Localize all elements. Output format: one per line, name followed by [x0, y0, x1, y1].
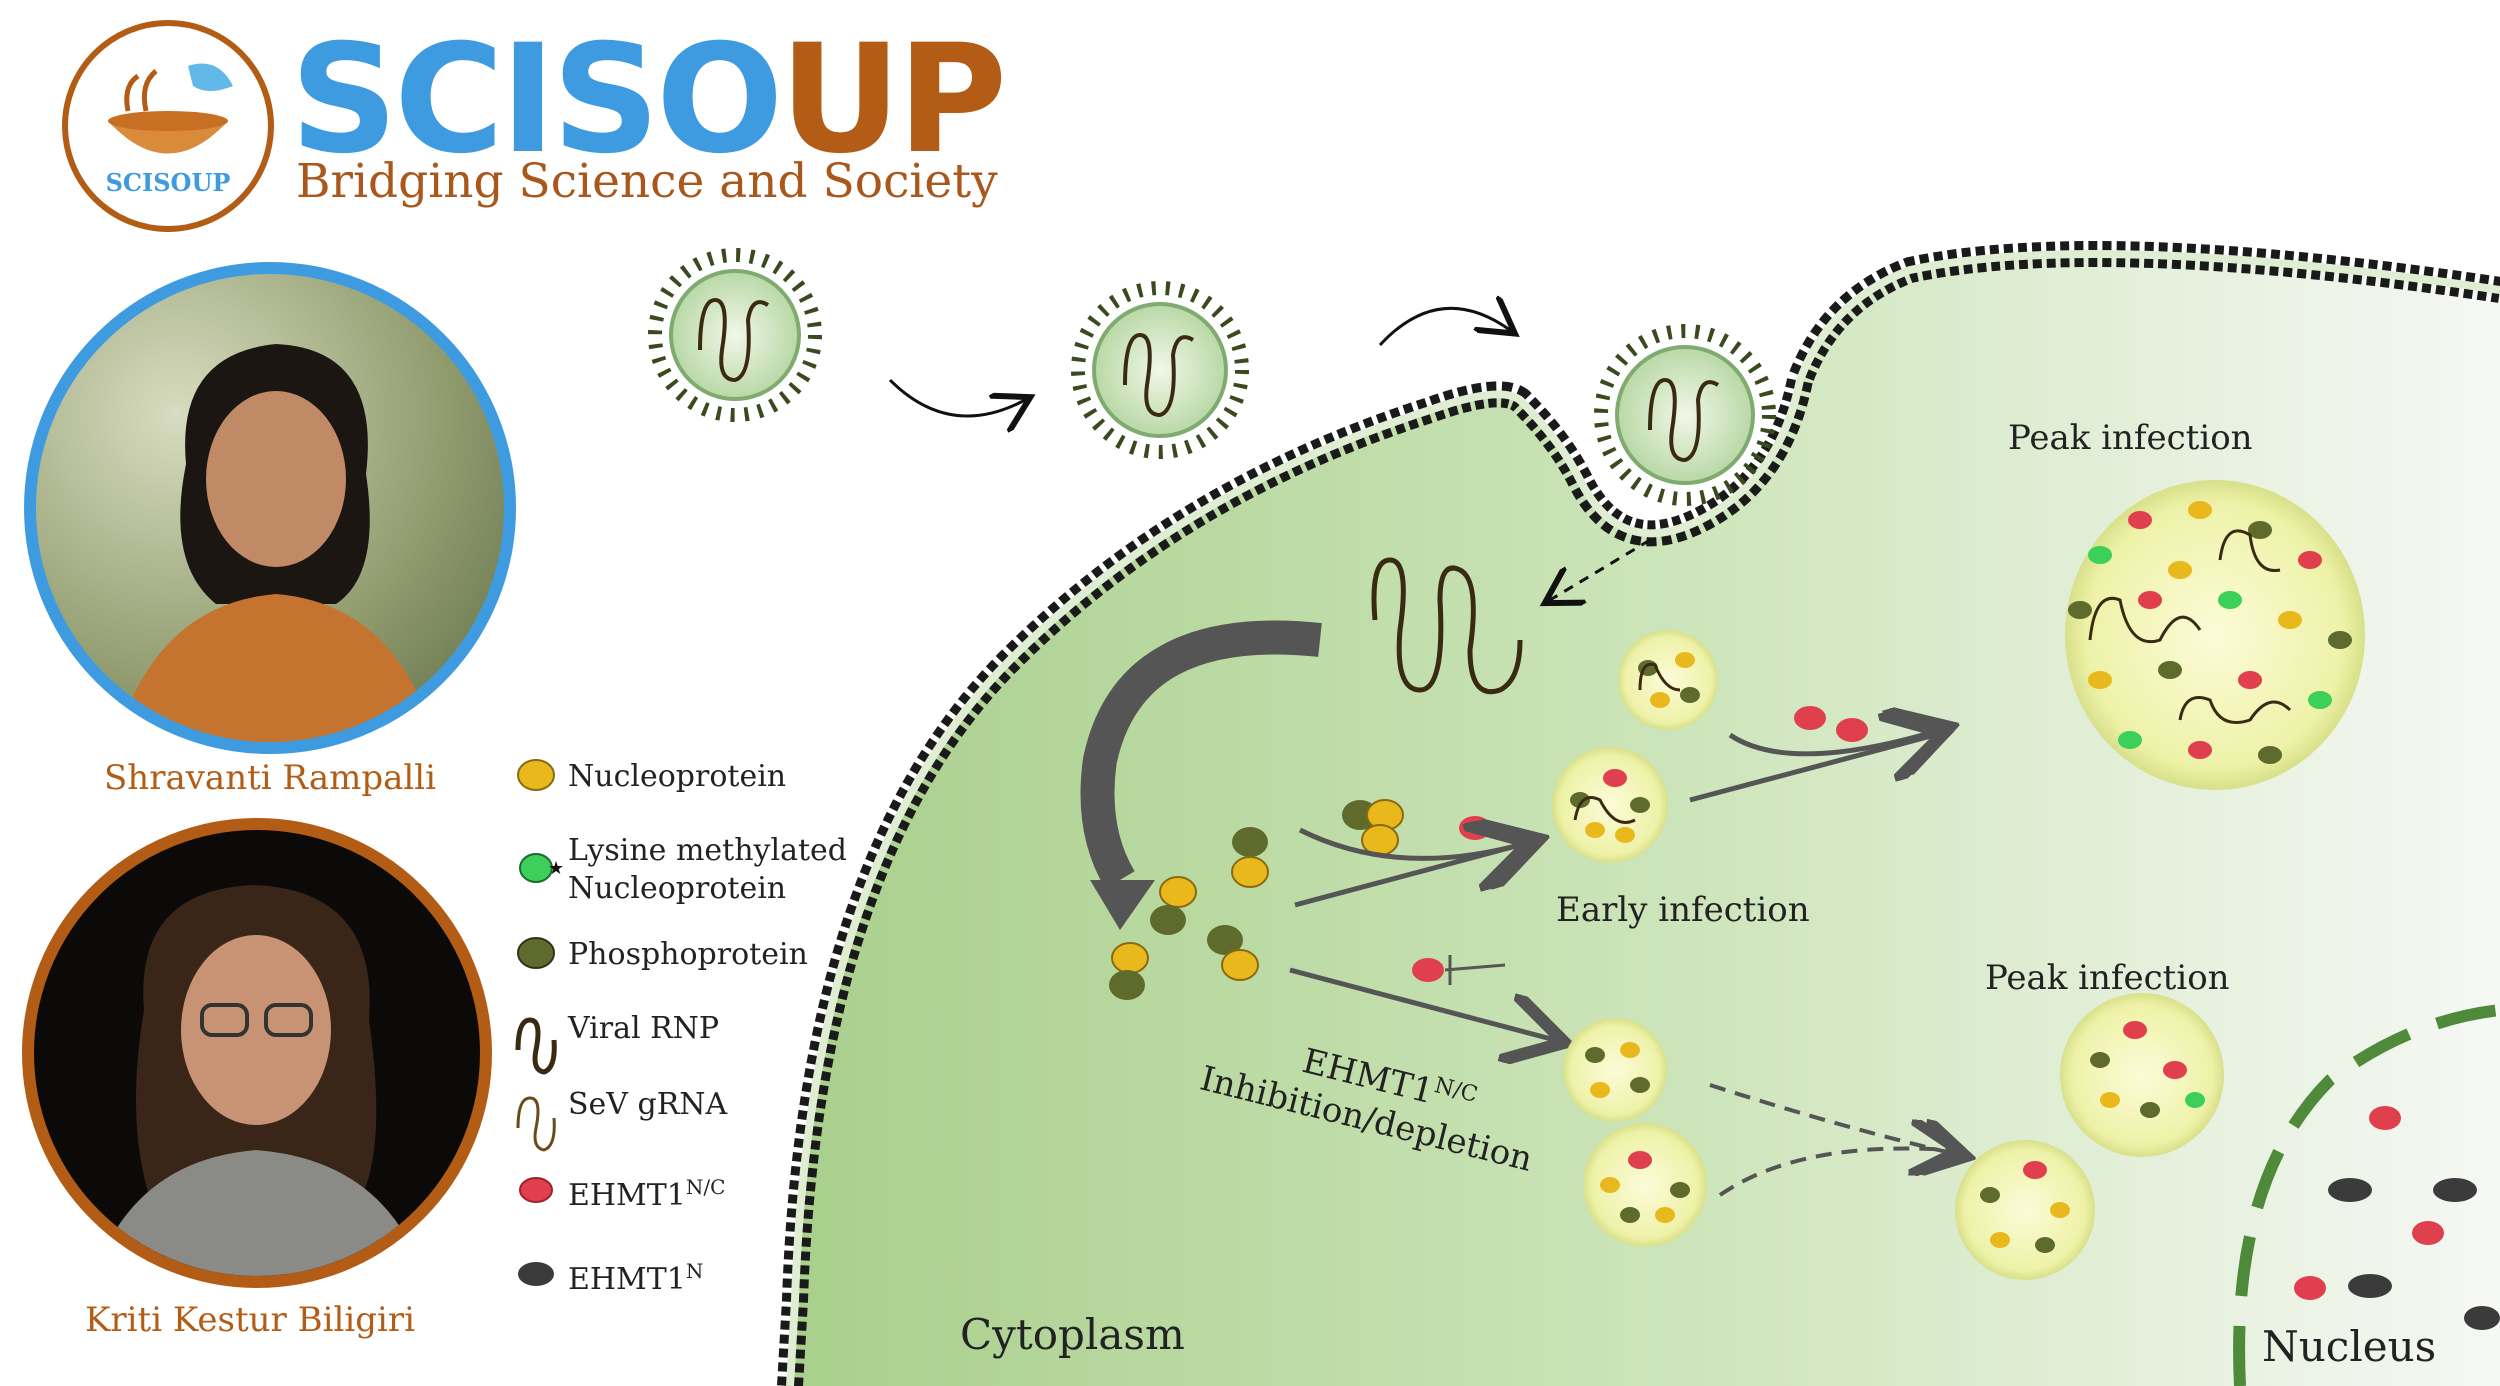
brand-tagline: Bridging Science and Society [296, 154, 998, 209]
arrow-to-peak [1689, 735, 1935, 803]
legend-label-methylated: Lysine methylated Nucleoprotein [568, 833, 847, 906]
legend-label-ehmt1-nc: EHMT1N/C [568, 1175, 726, 1213]
legend-label-phosphoprotein: Phosphoprotein [568, 937, 808, 972]
legend-icons: ★ [515, 759, 564, 1286]
early-vesicle-1 [1618, 630, 1718, 730]
label-peak-infection-bottom: Peak infection [1985, 958, 2230, 998]
released-rnp [1371, 557, 1523, 694]
brand-title-part2: UP [779, 13, 1007, 187]
peak-vesicle-large [2065, 480, 2365, 790]
legend: ★ Nucleoprotein Lysine methylated Nucleo… [510, 750, 847, 1320]
brand-title-part1: SCISO [290, 13, 783, 187]
yellow-sphere-icon [517, 759, 555, 791]
label-peak-infection-top: Peak infection [2008, 418, 2253, 458]
dark-grey-sphere-icon [518, 1262, 554, 1286]
olive-sphere-icon [517, 937, 555, 969]
person-name-1: Shravanti Rampalli [104, 758, 436, 798]
protein-cluster [1109, 799, 1491, 1000]
inhibited-vesicle-2 [1583, 1123, 1707, 1247]
peak-vesicle-small-2 [1955, 1140, 2095, 1280]
label-cytoplasm: Cytoplasm [960, 1310, 1185, 1359]
person-silhouette-icon [116, 344, 436, 742]
dashed-arrow-2 [1718, 1148, 1950, 1197]
early-vesicle-2 [1552, 747, 1668, 863]
virus-particle-2 [1071, 281, 1249, 459]
legend-label-viral-rnp: Viral RNP [568, 1011, 720, 1046]
virus-particle-1 [648, 248, 822, 422]
big-curved-arrow [1080, 620, 1322, 889]
person-name-2: Kriti Kestur Biligiri [85, 1300, 415, 1340]
legend-label-nucleoprotein: Nucleoprotein [568, 759, 787, 794]
inhibited-vesicle-1 [1563, 1018, 1667, 1122]
green-methylated-sphere-icon [519, 853, 553, 883]
entry-arrow-2 [1378, 308, 1510, 347]
portrait-shravanti [24, 262, 516, 754]
arrow-to-early-2 [1294, 845, 1520, 908]
peak-vesicle-small-1 [2060, 993, 2224, 1157]
sev-grna-icon [516, 1096, 556, 1152]
soup-bowl-icon: SCISOUP [106, 63, 233, 197]
label-early-infection: Early infection [1556, 890, 1810, 930]
svg-text:★: ★ [548, 858, 564, 879]
red-sphere-icon [519, 1177, 553, 1203]
badge-text: SCISOUP [106, 168, 231, 197]
nucleus-envelope [2233, 1004, 2500, 1386]
arrow-inhibition [1289, 967, 1555, 1040]
release-arrow [1550, 538, 1651, 600]
virus-particle-budding [1594, 324, 1776, 506]
label-nucleus: Nucleus [2262, 1322, 2437, 1371]
inhibit-bar [1444, 955, 1506, 985]
brand-title: SCISOUP [290, 20, 1007, 180]
logo-badge: SCISOUP [62, 20, 274, 232]
person-silhouette-icon [94, 885, 424, 1276]
legend-label-ehmt1-n: EHMT1N [568, 1259, 704, 1297]
dashed-arrow-1 [1709, 1083, 1960, 1155]
viral-rnp-icon [515, 1017, 557, 1075]
entry-arrow-1 [888, 378, 1025, 416]
nucleus-particles [2294, 1106, 2500, 1330]
legend-label-sev-grna: SeV gRNA [568, 1087, 728, 1122]
